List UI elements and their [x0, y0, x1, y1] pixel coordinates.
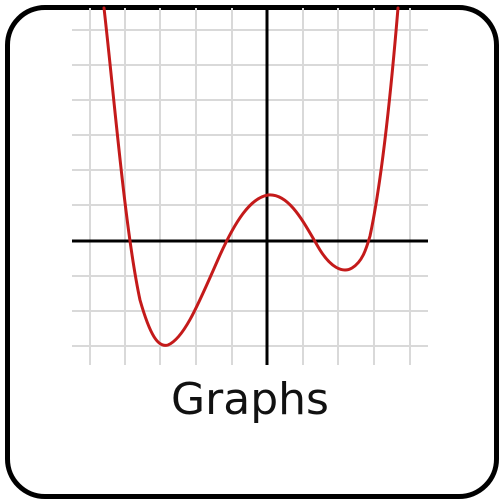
- grid-lines: [72, 8, 428, 365]
- graphs-app-tile[interactable]: [5, 5, 499, 499]
- polynomial-curve: [102, 6, 400, 347]
- tile-label: Graphs: [171, 374, 329, 425]
